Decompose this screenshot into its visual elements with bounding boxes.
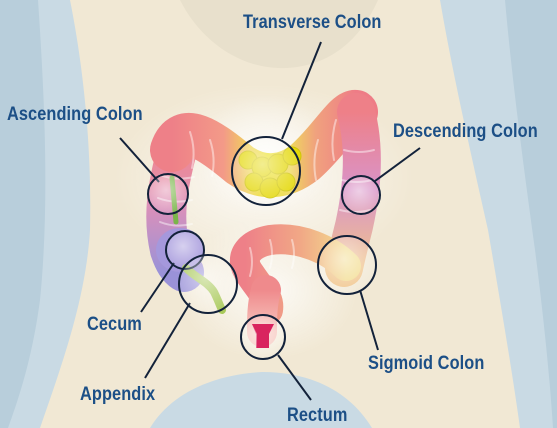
label-appendix: Appendix bbox=[80, 384, 155, 406]
label-sigmoid-colon: Sigmoid Colon bbox=[368, 353, 484, 375]
label-transverse-colon: Transverse Colon bbox=[243, 12, 382, 34]
label-cecum: Cecum bbox=[87, 314, 142, 336]
ascending-colon-callout bbox=[148, 174, 188, 214]
label-descending-colon: Descending Colon bbox=[393, 121, 538, 143]
transverse-colon-callout bbox=[232, 137, 300, 205]
appendix-callout bbox=[179, 255, 237, 313]
label-rectum: Rectum bbox=[287, 405, 347, 427]
label-ascending-colon: Ascending Colon bbox=[7, 104, 143, 126]
descending-colon-callout bbox=[342, 176, 380, 214]
sigmoid-colon-callout bbox=[318, 236, 376, 294]
